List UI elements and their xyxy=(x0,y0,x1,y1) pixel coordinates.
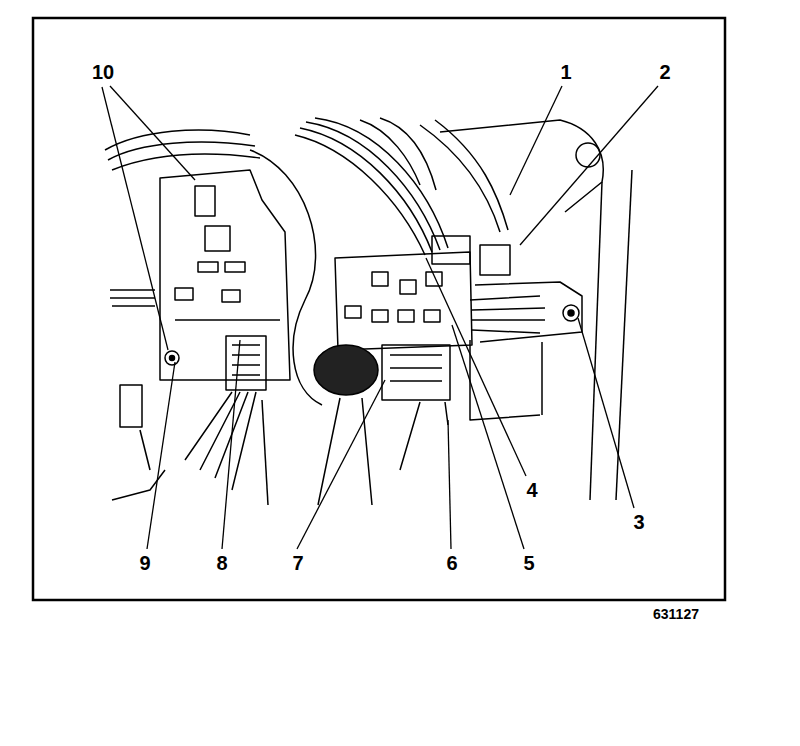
background-wiring xyxy=(108,142,255,160)
wiring-connector xyxy=(232,345,260,375)
fuse-panel xyxy=(432,236,470,264)
fuse-panel xyxy=(398,310,414,322)
fuse-block xyxy=(175,288,193,300)
wiring-harness xyxy=(295,118,508,255)
leader-line xyxy=(520,86,658,245)
mounting-bracket xyxy=(590,182,602,500)
mounting-bracket xyxy=(563,305,579,321)
mounting-bracket xyxy=(576,143,600,167)
wiring-connector xyxy=(185,336,266,490)
fuse-block xyxy=(175,319,280,321)
background-wiring xyxy=(120,385,142,427)
fuse-block xyxy=(198,262,218,272)
round-connector xyxy=(382,345,450,400)
mounting-bracket xyxy=(616,170,632,500)
dash-housing xyxy=(250,150,322,505)
leader-line xyxy=(448,420,451,549)
fuse-panel xyxy=(372,272,388,286)
callout-number: 6 xyxy=(446,552,457,574)
leader-line xyxy=(222,340,240,549)
mounting-bracket xyxy=(470,340,540,420)
wiring-connector xyxy=(226,336,266,390)
leader-line xyxy=(102,87,168,350)
fuse-panel xyxy=(335,252,472,350)
dash-housing xyxy=(250,150,322,405)
background-wiring xyxy=(105,130,250,150)
leader-line xyxy=(102,86,658,549)
wiring-harness xyxy=(435,120,508,230)
leader-line xyxy=(147,362,175,549)
background-wiring xyxy=(105,130,260,500)
background-wiring xyxy=(110,289,155,291)
round-connector xyxy=(390,355,442,381)
figure-frame xyxy=(33,18,725,600)
mounting-bracket xyxy=(568,310,574,316)
round-connector xyxy=(314,345,378,395)
fuse-block xyxy=(205,226,230,251)
wiring-harness xyxy=(315,118,448,248)
leader-line xyxy=(452,325,524,549)
fuse-block xyxy=(195,186,215,216)
mounting-bracket xyxy=(475,282,582,342)
callout-number: 8 xyxy=(216,552,227,574)
leader-line xyxy=(578,318,634,508)
fuse-panel xyxy=(424,310,440,322)
fuse-panel xyxy=(345,306,361,318)
fuse-block xyxy=(160,170,290,380)
fuse-block xyxy=(225,262,245,272)
callout-number: 5 xyxy=(523,552,534,574)
figure-number: 631127 xyxy=(653,607,699,622)
wiring-harness xyxy=(360,120,420,185)
callout-number: 3 xyxy=(633,511,644,533)
background-wiring xyxy=(112,305,155,307)
background-wiring xyxy=(140,430,150,470)
callout-number: 7 xyxy=(292,552,303,574)
fuse-panel xyxy=(335,236,545,350)
wiring-harness xyxy=(380,118,436,190)
callout-number: 10 xyxy=(92,61,114,83)
dash-housing xyxy=(262,400,268,505)
mounting-bracket xyxy=(440,120,603,212)
fuse-block xyxy=(160,170,290,380)
background-wiring xyxy=(110,297,155,299)
mounting-bracket xyxy=(541,342,543,415)
callout-number: 2 xyxy=(659,61,670,83)
leader-line xyxy=(510,86,562,195)
fuse-panel xyxy=(480,245,510,275)
callout-number: 4 xyxy=(526,479,537,501)
wiring-connector xyxy=(185,392,256,490)
leader-line xyxy=(426,258,526,476)
mounting-bracket xyxy=(440,120,632,500)
fuse-panel xyxy=(372,310,388,322)
wiring-harness xyxy=(295,135,425,255)
round-connector xyxy=(314,345,450,505)
fuse-block xyxy=(170,356,175,361)
fuse-panel xyxy=(400,280,416,294)
line-art xyxy=(105,118,632,505)
callout-number: 9 xyxy=(139,552,150,574)
leader-line xyxy=(297,380,385,549)
background-wiring xyxy=(112,154,260,170)
fuse-block xyxy=(222,290,240,302)
round-connector xyxy=(400,402,448,470)
fuse-panel xyxy=(470,296,545,333)
fuse-block xyxy=(165,351,179,365)
callout-number: 1 xyxy=(560,61,571,83)
leader-line xyxy=(110,86,195,180)
round-connector xyxy=(318,398,372,505)
wiring-harness xyxy=(300,128,432,252)
